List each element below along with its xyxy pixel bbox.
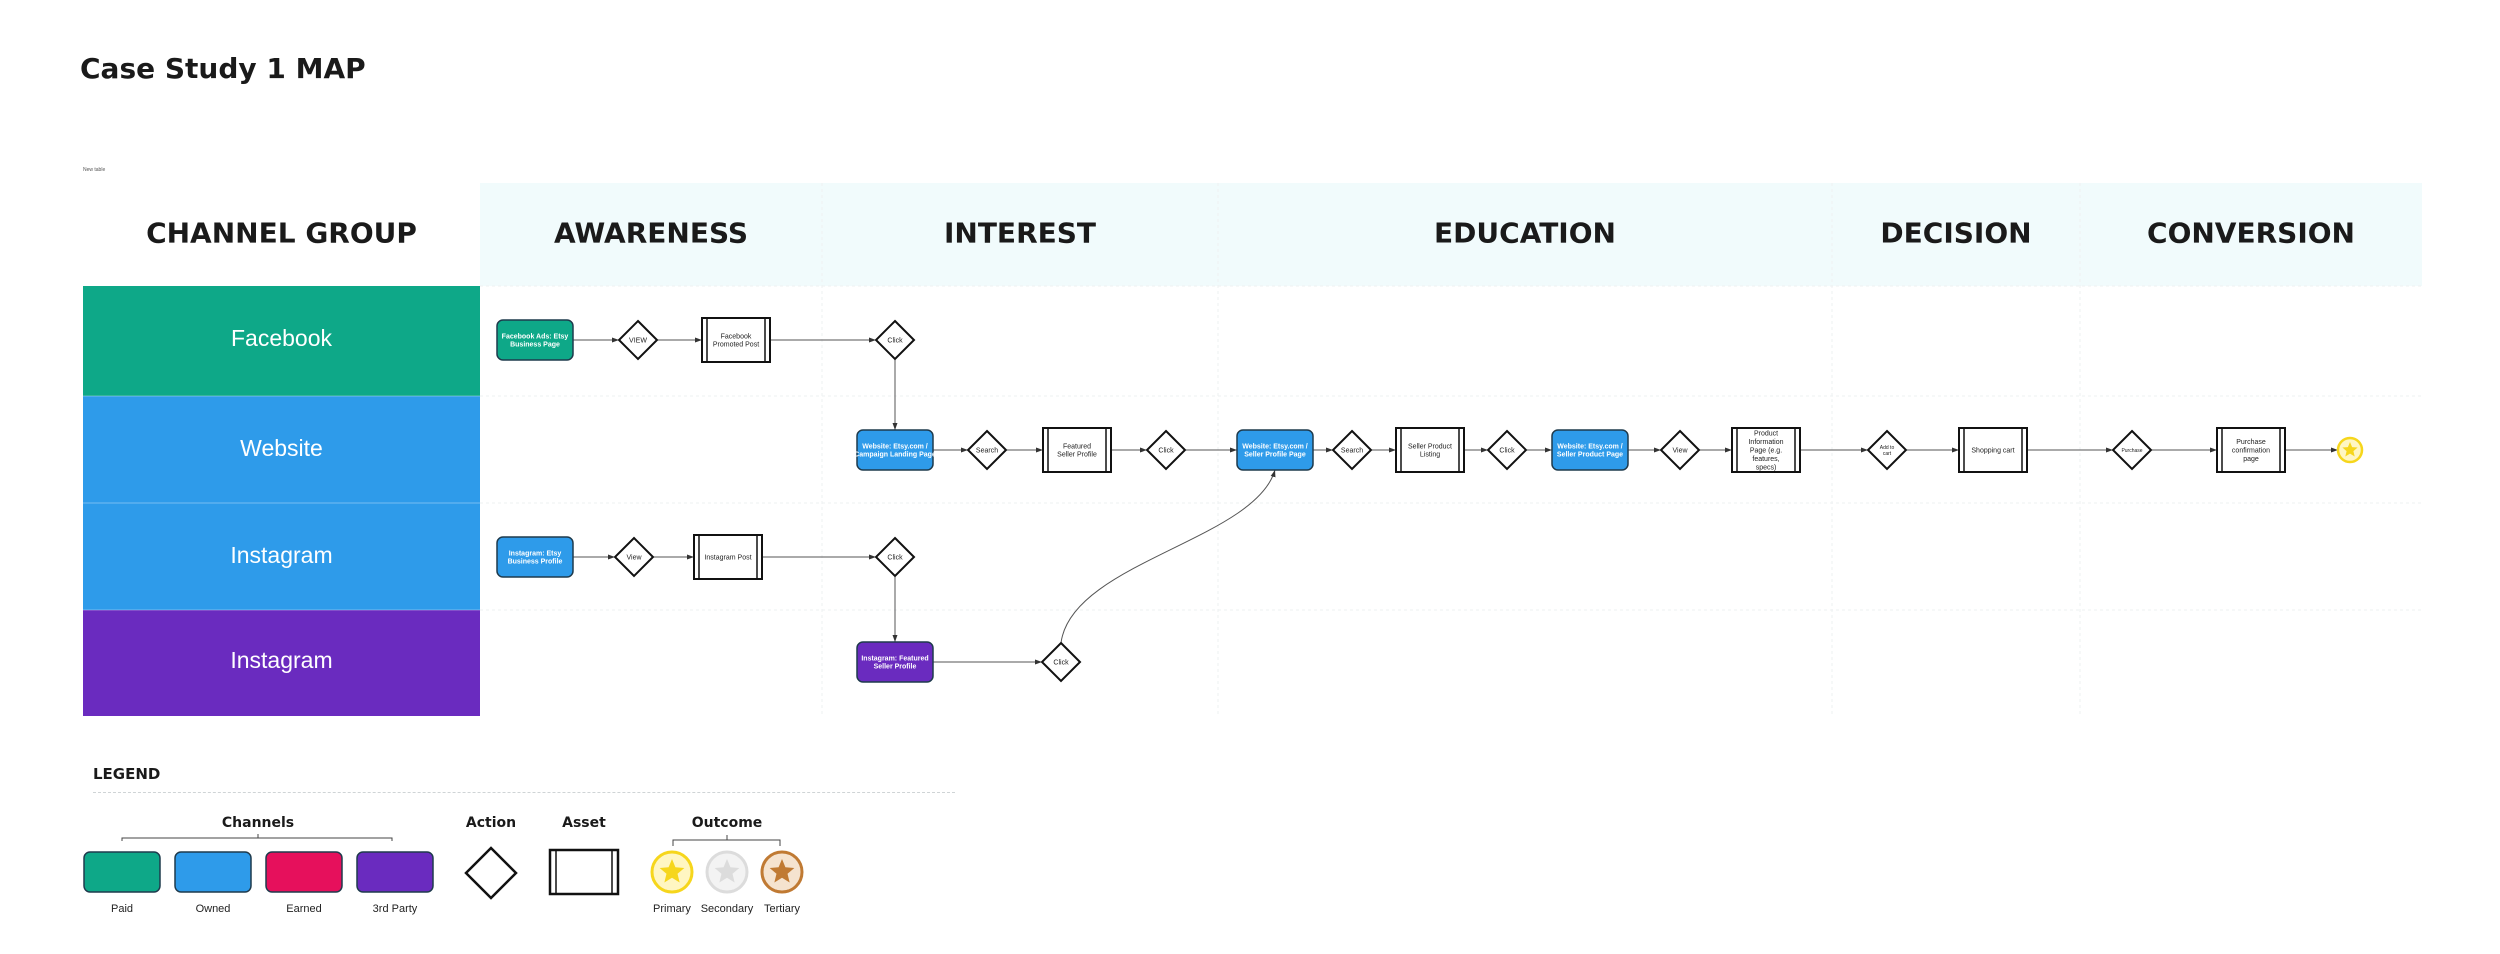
legend-channel-label: Earned [286, 903, 321, 915]
legend-outcome-secondary [705, 850, 749, 894]
column-header-decision: DECISION [1880, 217, 2031, 250]
column-header-channel-group: CHANNEL GROUP [146, 217, 417, 250]
legend-outcome-title: Outcome [692, 815, 763, 831]
channel-node-web-seller[interactable]: Website: Etsy.com /Seller Profile Page [1236, 429, 1314, 471]
legend-swatch-owned [174, 851, 252, 893]
legend-outcome-label: Tertiary [764, 903, 801, 915]
row-label-cell [83, 396, 480, 503]
channel-node-label: Website: Etsy.com /Campaign Landing Page [854, 443, 936, 458]
column-header-education: EDUCATION [1434, 217, 1616, 250]
row-label-cell [83, 503, 480, 610]
legend-channel-label: Paid [111, 903, 133, 915]
table-caption: New table [83, 167, 106, 173]
outcome-node-web-outcome[interactable] [2336, 436, 2364, 464]
action-node-label: Search [1341, 447, 1363, 454]
flow-connector [1060, 469, 1276, 644]
legend-channels-bracket [121, 834, 393, 841]
legend-outcome-label: Secondary [701, 903, 754, 915]
action-node-ig3-click[interactable]: Click [1040, 641, 1082, 683]
legend-action-title: Action [466, 815, 516, 831]
legend-outcome-primary [650, 850, 694, 894]
action-node-web-search2[interactable]: Search [1331, 429, 1373, 471]
legend-channel-label: Owned [196, 903, 231, 915]
action-node-fb-click[interactable]: Click [874, 319, 916, 361]
channel-node-web-product[interactable]: Website: Etsy.com /Seller Product Page [1551, 429, 1629, 471]
action-node-label: Click [1158, 447, 1174, 454]
legend-swatch-paid [83, 851, 161, 893]
star-icon [659, 859, 685, 883]
legend-outcome-label: Primary [653, 903, 691, 915]
row-label-cell [83, 610, 480, 716]
channel-node-label: Website: Etsy.com /Seller Profile Page [1242, 443, 1308, 458]
legend-asset-box [548, 848, 620, 896]
channel-node-web-landing[interactable]: Website: Etsy.com /Campaign Landing Page [854, 429, 936, 471]
action-node-label: Purchase [2121, 448, 2142, 454]
legend-swatch-earned [265, 851, 343, 893]
page-title: Case Study 1 MAP [80, 52, 366, 85]
asset-node-ig-post[interactable]: Instagram Post [693, 534, 763, 580]
action-node-ig-click[interactable]: Click [874, 536, 916, 578]
action-node-label: Click [887, 337, 903, 344]
legend-outcome-tertiary [760, 850, 804, 894]
action-node-label: VIEW [629, 337, 647, 344]
channel-node-label: Website: Etsy.com /Seller Product Page [1557, 443, 1623, 458]
column-header-awareness: AWARENESS [554, 217, 748, 250]
action-node-label: View [626, 554, 642, 561]
asset-node-web-cart[interactable]: Shopping cart [1958, 427, 2028, 473]
legend-divider [93, 792, 955, 793]
action-node-web-view[interactable]: View [1659, 429, 1701, 471]
column-header-interest: INTEREST [944, 217, 1096, 250]
action-node-web-click1[interactable]: Click [1145, 429, 1187, 471]
legend-action-diamond [464, 846, 518, 900]
row-label-website: Website [240, 435, 323, 461]
action-node-label: Click [1053, 659, 1069, 666]
asset-node-label: Shopping cart [1971, 447, 2014, 454]
action-node-label: View [1672, 447, 1688, 454]
action-node-fb-view[interactable]: VIEW [617, 319, 659, 361]
stage-header-background [480, 183, 2422, 286]
legend-channels-title: Channels [222, 815, 294, 831]
action-node-ig-view[interactable]: View [613, 536, 655, 578]
action-node-web-click2[interactable]: Click [1486, 429, 1528, 471]
action-node-label: Click [887, 554, 903, 561]
legend-title: LEGEND [93, 765, 161, 783]
legend-channel-label: 3rd Party [373, 903, 418, 915]
row-label-instagram: Instagram [230, 542, 332, 568]
row-label-cell [83, 286, 480, 396]
action-node-web-purchase[interactable]: Purchase [2111, 429, 2153, 471]
star-icon [769, 859, 795, 883]
legend-swatch-3rd-party [356, 851, 434, 893]
asset-node-label: Instagram Post [704, 554, 751, 561]
legend-outcome-bracket [672, 835, 781, 846]
action-node-label: Click [1499, 447, 1515, 454]
legend-asset-title: Asset [562, 815, 606, 831]
column-header-conversion: CONVERSION [2147, 217, 2355, 250]
row-label-instagram: Instagram [230, 647, 332, 673]
star-icon [714, 859, 740, 883]
star-icon [2342, 442, 2358, 457]
row-label-facebook: Facebook [231, 325, 333, 351]
action-node-web-search1[interactable]: Search [966, 429, 1008, 471]
action-node-label: Search [976, 447, 998, 454]
